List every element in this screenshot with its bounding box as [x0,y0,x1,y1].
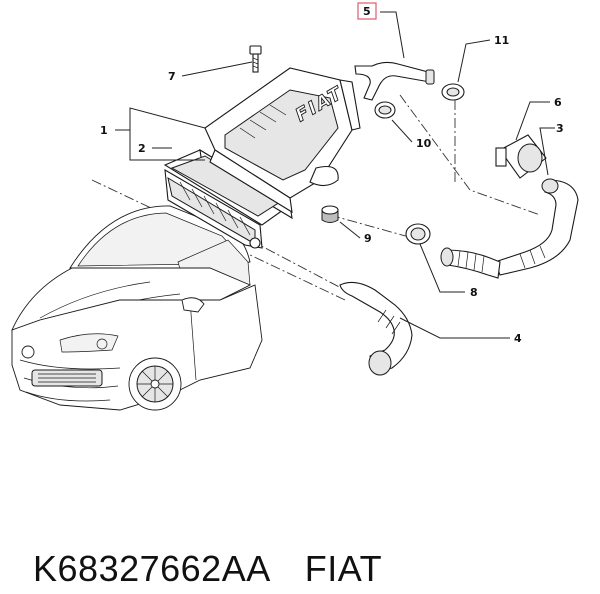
part-9-grommet [321,205,339,223]
callout-7: 7 [168,70,176,83]
callout-2: 2 [138,142,146,155]
part-3-intake-duct [494,178,579,276]
part-11-clamp [441,83,465,101]
part-caption: K68327662AA FIAT [12,494,382,589]
callout-3: 3 [556,122,564,135]
callout-11: 11 [494,34,509,47]
part-8-corrugated-hose [440,247,501,279]
callout-8: 8 [470,286,478,299]
callout-1: 1 [100,124,108,137]
parts-diagram: FIAT [11,2,579,411]
lower-air-box [164,168,263,249]
part-1-air-box-housing [204,67,361,214]
callout-labels: 1 2 3 4 5 6 7 8 9 10 11 [100,2,564,345]
leader-lines [115,11,555,339]
callout-10: 10 [416,137,432,150]
part-6-flow-meter [495,134,547,179]
part-10-clamp [374,101,396,119]
callout-5-highlight [357,2,377,20]
callout-9: 9 [364,232,372,245]
callout-5: 5 [363,5,371,18]
part-number: K68327662AA [33,548,271,589]
callout-4: 4 [514,332,522,345]
callout-6: 6 [554,96,562,109]
part-5-breather-hose [354,61,435,101]
part-8-clamp [405,223,431,245]
part-7-bolt [249,45,262,73]
part-4-intake-hose [339,281,413,376]
car-illustration [11,205,263,411]
brand-name: FIAT [304,548,383,589]
